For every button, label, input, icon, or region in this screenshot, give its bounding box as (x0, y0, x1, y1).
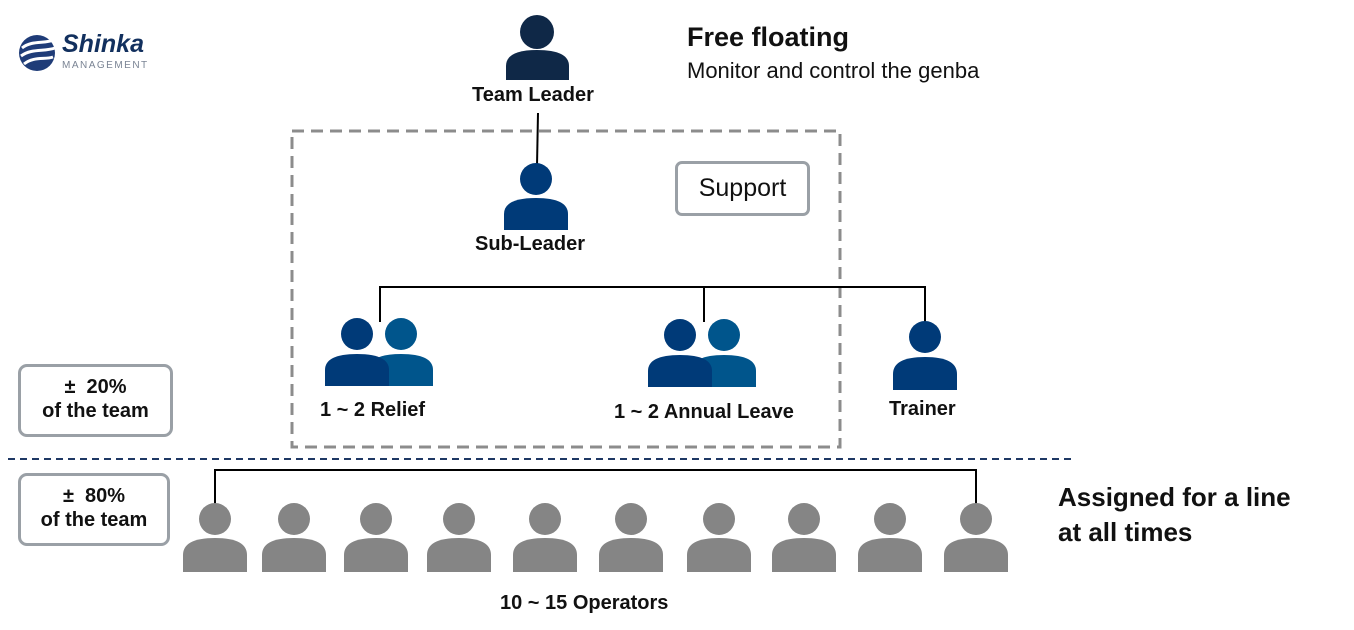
line-share-caption: of the team (40, 509, 148, 531)
annual-leave-label: 1 ~ 2 Annual Leave (614, 401, 794, 423)
trainer-person-icon (893, 321, 957, 390)
operator-person-icon (858, 503, 922, 572)
team-leader-label: Team Leader (472, 84, 594, 106)
assigned-line-2: at all times (1058, 517, 1193, 547)
logo-subtitle: MANAGEMENT (62, 60, 149, 71)
line-share-box: ± 80% of the team (18, 473, 170, 546)
support-label-box: Support (675, 161, 810, 216)
support-group-dashed-box (290, 129, 842, 449)
operator-person-icon (183, 503, 247, 572)
line-share-value: ± 80% (62, 485, 126, 507)
operator-person-icon (687, 503, 751, 572)
relief-person-pair-icon (325, 318, 433, 386)
operators-group (183, 503, 1008, 572)
operator-person-icon (427, 503, 491, 572)
assigned-text: Assigned for a line at all times (1058, 480, 1291, 550)
logo-name: Shinka (62, 30, 144, 58)
connector-operators-bracket (214, 469, 977, 506)
logo: Shinka MANAGEMENT (18, 30, 168, 76)
support-share-value: ± 20% (64, 376, 127, 398)
team-leader-person-icon (506, 15, 569, 80)
free-floating-subtitle: Monitor and control the genba (687, 58, 980, 83)
sub-leader-person-icon (504, 163, 568, 230)
shinka-logo-icon (19, 35, 56, 71)
support-share-box: ± 20% of the team (18, 364, 173, 437)
trainer-label: Trainer (889, 398, 956, 420)
connector-leader-subleader (536, 112, 539, 167)
connector-support-bracket (379, 286, 926, 322)
operator-person-icon (344, 503, 408, 572)
support-share-caption: of the team (42, 400, 149, 422)
annual-leave-person-pair-icon (648, 319, 756, 387)
operator-person-icon (262, 503, 326, 572)
operator-person-icon (599, 503, 663, 572)
operator-person-icon (944, 503, 1008, 572)
relief-label: 1 ~ 2 Relief (320, 399, 426, 421)
assigned-line-1: Assigned for a line (1058, 482, 1291, 512)
free-floating-title: Free floating (687, 22, 850, 52)
operators-label: 10 ~ 15 Operators (500, 592, 669, 614)
operator-person-icon (513, 503, 577, 572)
operator-person-icon (772, 503, 836, 572)
sub-leader-label: Sub-Leader (475, 233, 586, 255)
